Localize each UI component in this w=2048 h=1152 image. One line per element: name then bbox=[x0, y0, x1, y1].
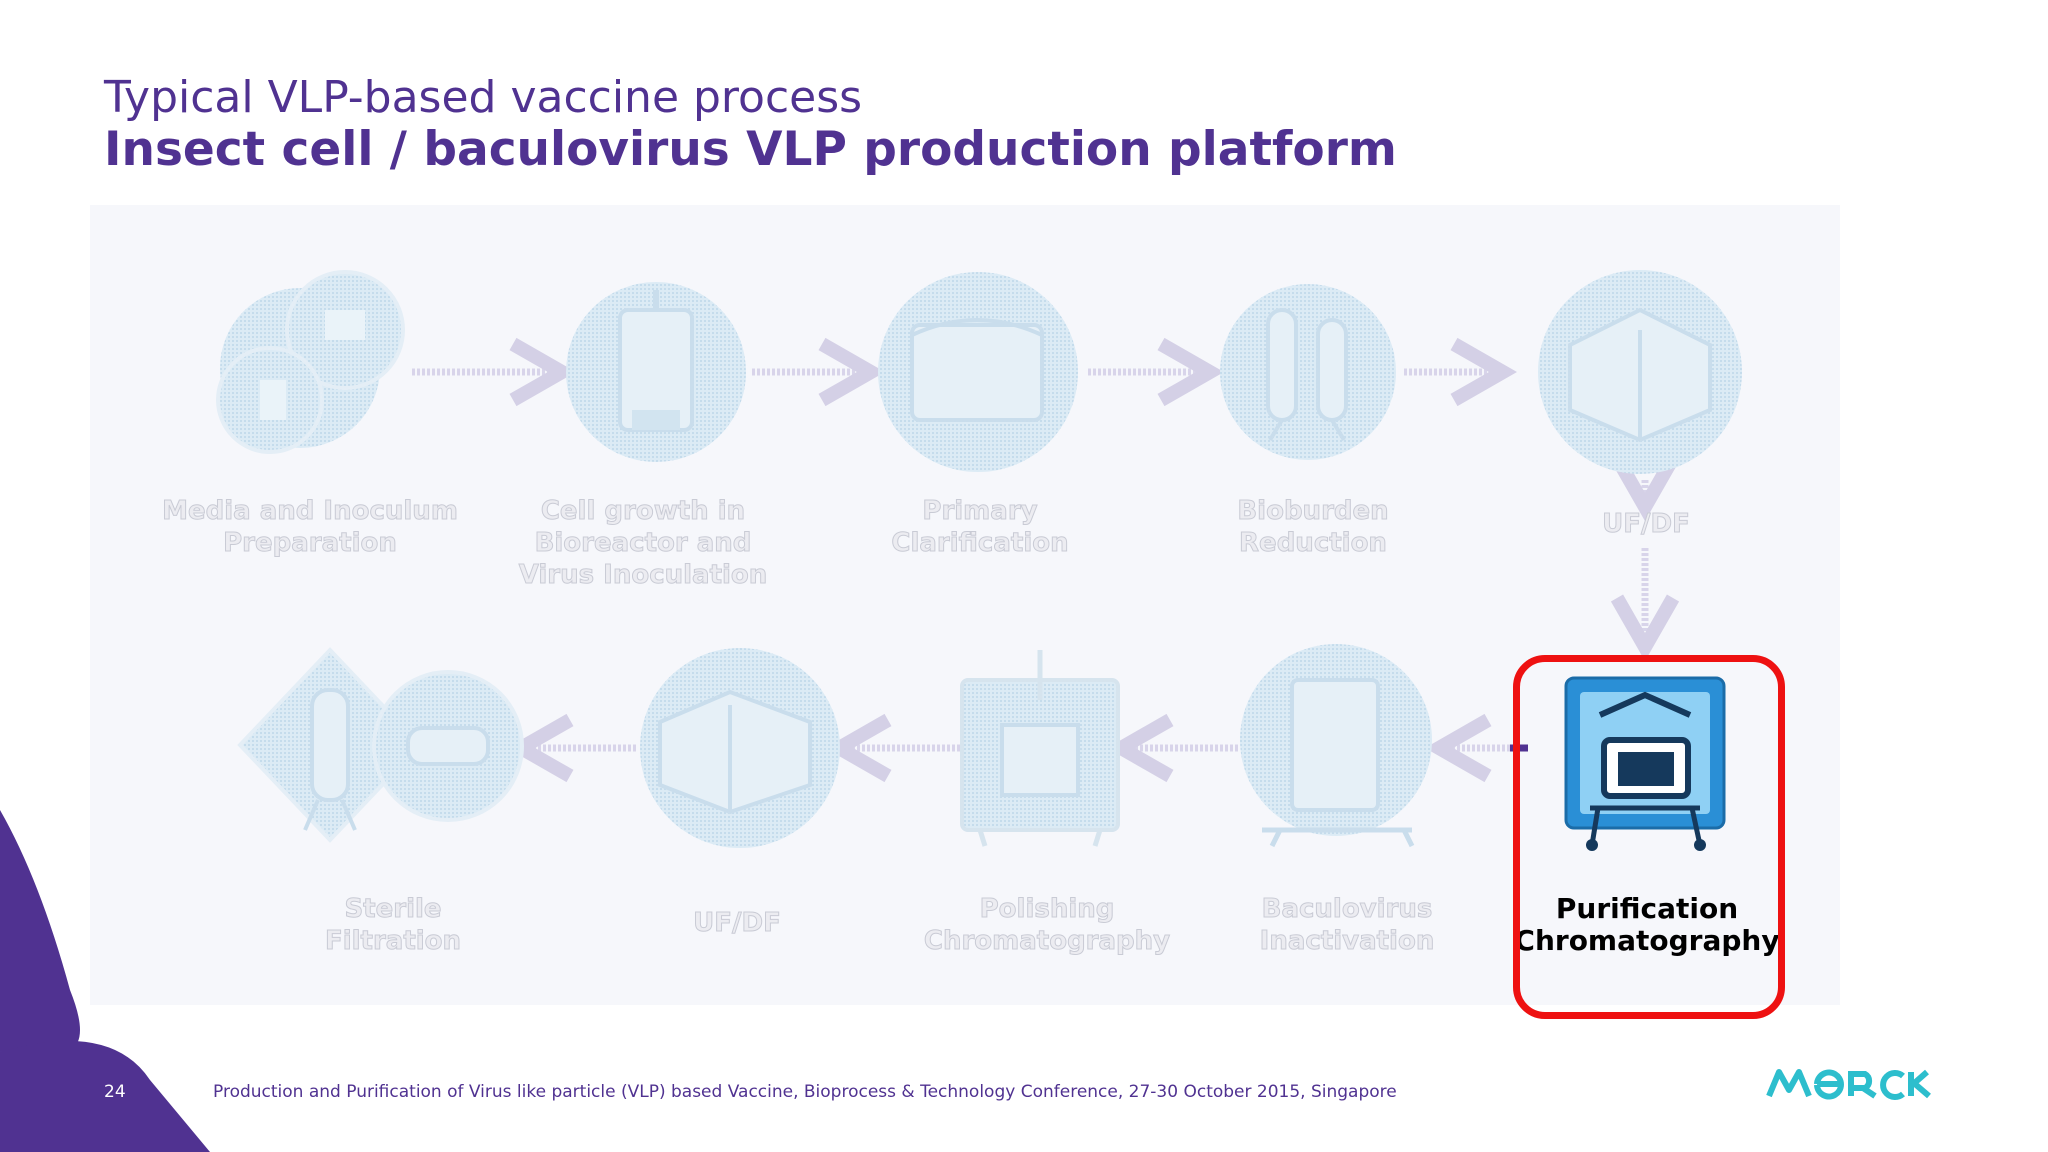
merck-logo bbox=[1765, 1064, 1945, 1114]
corner-decoration-lower bbox=[0, 1040, 210, 1152]
step-label-clarification: Primary Clarification bbox=[891, 496, 1069, 559]
step-label-ufdf-bottom: UF/DF bbox=[693, 908, 782, 939]
corner-decoration-upper bbox=[0, 810, 80, 1052]
step-label-media-inoculum: Media and Inoculum Preparation bbox=[162, 496, 459, 559]
slide-title: Typical VLP-based vaccine process bbox=[104, 72, 863, 123]
media-inoculum-icon bbox=[216, 270, 405, 454]
highlight-frame bbox=[1513, 655, 1785, 1019]
slide-subtitle: Insect cell / baculovirus VLP production… bbox=[104, 122, 1397, 177]
chromatography-system-icon bbox=[1564, 676, 1726, 851]
footer-citation: Production and Purification of Virus lik… bbox=[213, 1082, 1397, 1102]
step-label-polishing: Polishing Chromatography bbox=[923, 894, 1171, 957]
step-label-ufdf-top: UF/DF bbox=[1602, 509, 1691, 540]
sterile-filter-icon bbox=[237, 647, 524, 843]
tank-icon bbox=[1240, 644, 1432, 848]
filter-capsule-icon bbox=[1220, 284, 1396, 460]
tff-cassette-icon-bottom bbox=[640, 648, 840, 848]
merck-logo-mark bbox=[1766, 1069, 1931, 1100]
step-label-bioreactor: Cell growth in Bioreactor and Virus Inoc… bbox=[518, 496, 768, 591]
clarification-icon bbox=[878, 272, 1078, 472]
chromatography-column-icon bbox=[960, 650, 1120, 847]
step-label-inactivation: Baculovirus Inactivation bbox=[1259, 894, 1435, 957]
tff-cassette-icon-top bbox=[1538, 270, 1742, 474]
page-number: 24 bbox=[104, 1082, 126, 1102]
step-label-sterile-filtration: Sterile Filtration bbox=[324, 894, 462, 957]
step-label-purification: Purification Chromatography bbox=[1514, 892, 1780, 957]
bioreactor-icon bbox=[566, 282, 746, 462]
step-label-bioburden: Bioburden Reduction bbox=[1237, 496, 1389, 559]
